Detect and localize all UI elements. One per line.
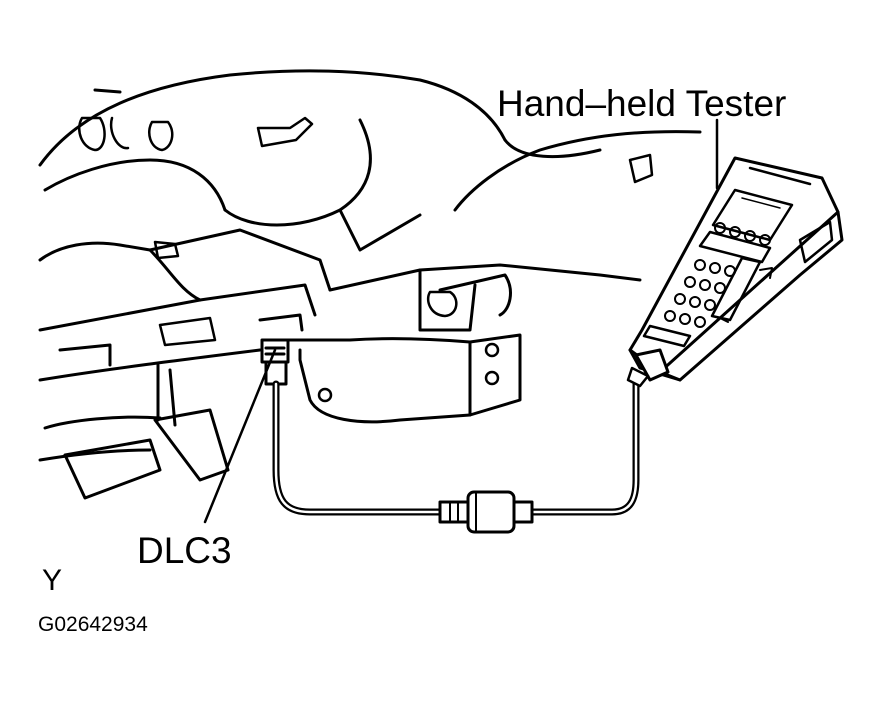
tester-label: Hand–held Tester bbox=[497, 83, 787, 124]
figure-id-label: G02642934 bbox=[38, 613, 148, 636]
dashboard-drawing bbox=[38, 69, 702, 424]
leader-lines bbox=[203, 118, 719, 524]
hand-held-tester-drawing bbox=[626, 156, 844, 388]
pedal-drawing bbox=[38, 363, 230, 500]
tester-cable bbox=[272, 378, 640, 534]
dlc3-connector bbox=[260, 338, 290, 386]
view-marker-label: Y bbox=[42, 564, 63, 597]
dlc3-label: DLC3 bbox=[137, 530, 232, 571]
